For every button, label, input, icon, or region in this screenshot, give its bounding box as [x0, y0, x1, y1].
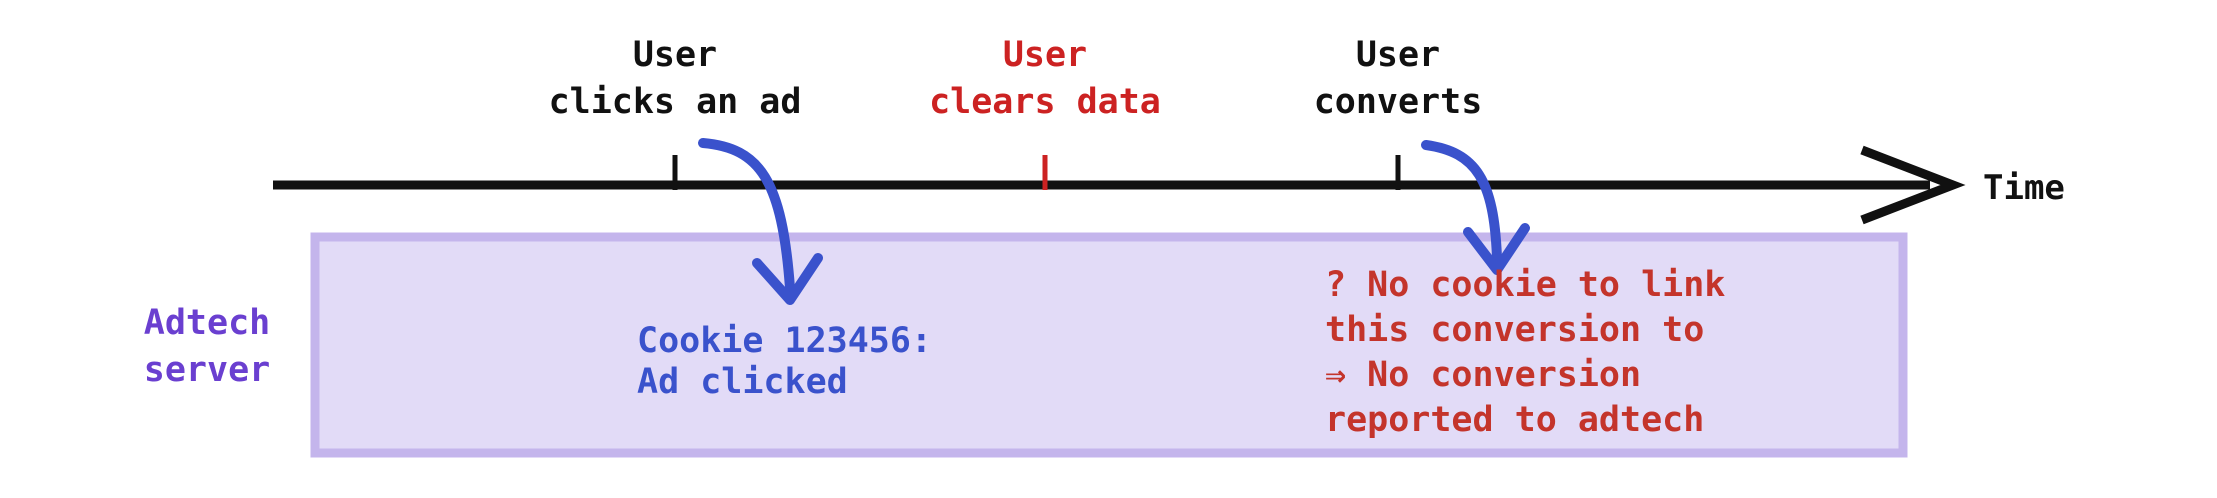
timeline-arrowhead-icon — [1860, 145, 1966, 225]
no-conversion-note-line-1: ? No cookie to link — [1325, 265, 1725, 305]
event-label-clear-line2: clears data — [929, 82, 1161, 122]
event-label-convert-line1: User — [1356, 35, 1440, 75]
event-label-clear-line1: User — [1003, 35, 1087, 75]
arrow-convert-to-note-icon — [1421, 140, 1530, 275]
adtech-server-lane-box — [310, 232, 1908, 458]
adtech-server-label-line1: Adtech — [144, 303, 270, 343]
adtech-server-label-line2: server — [144, 350, 270, 390]
event-label-click-line2: clicks an ad — [549, 82, 802, 122]
time-axis-label: Time — [1983, 168, 2065, 208]
cookie-log-line-2: Ad clicked — [637, 362, 848, 402]
cookie-log-line-1: Cookie 123456: — [637, 321, 932, 361]
arrow-click-to-cookie-log-icon — [698, 138, 823, 305]
no-conversion-note-line-3: ⇒ No conversion — [1325, 355, 1641, 395]
no-conversion-note-line-4: reported to adtech — [1325, 400, 1704, 440]
event-label-click-line1: User — [633, 35, 717, 75]
event-label-convert-line2: converts — [1314, 82, 1483, 122]
no-conversion-note-line-2: this conversion to — [1325, 310, 1704, 350]
